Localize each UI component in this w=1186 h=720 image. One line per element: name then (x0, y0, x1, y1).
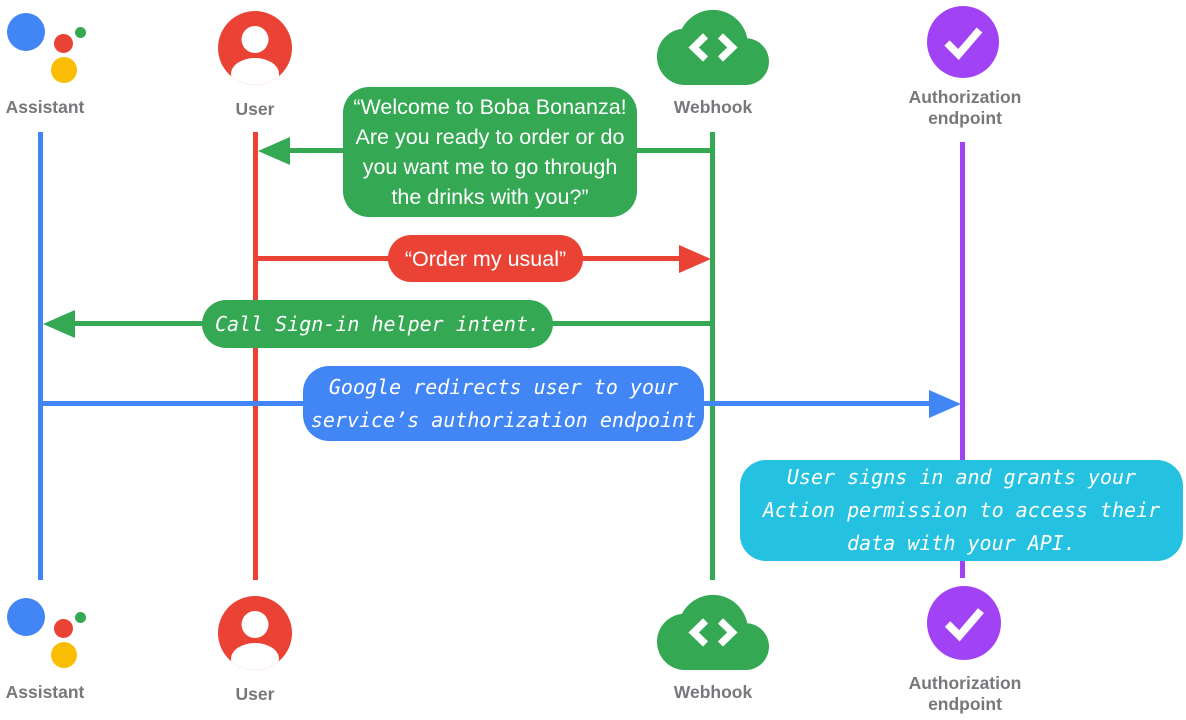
actor-label-user: User (235, 99, 275, 119)
cloud-code-icon (657, 8, 769, 90)
actor-label-authorization-endpoint: Authorization endpoint (901, 87, 1029, 129)
message-line: the drinks with you?” (391, 185, 589, 209)
webhook-lifeline (710, 132, 715, 580)
actor-label-webhook: Webhook (673, 97, 753, 117)
google-assistant-logo-icon (0, 585, 92, 675)
user-lifeline (253, 132, 258, 580)
assistant-yellow-dot (51, 642, 77, 668)
check-circle-icon (927, 586, 1001, 665)
assistant-yellow-dot (51, 57, 77, 83)
message-line: service’s authorization endpoint (310, 407, 697, 432)
message-welcome: “Welcome to Boba Bonanza! Are you ready … (343, 87, 637, 217)
label-line: endpoint (928, 108, 1002, 128)
message-signin-helper: Call Sign-in helper intent. (202, 300, 553, 348)
message-line: data with your API. (847, 531, 1076, 555)
person-circle-icon (218, 11, 292, 90)
arrowhead-right-icon (679, 245, 711, 273)
message-line: User signs in and grants your (786, 465, 1137, 489)
authorization-endpoint-lifeline (960, 142, 965, 578)
message-line: “Order my usual” (404, 246, 567, 271)
check-circle-icon (927, 6, 999, 83)
google-assistant-logo-icon (0, 0, 92, 90)
assistant-green-dot (75, 612, 86, 623)
cloud-code-icon (657, 593, 769, 675)
arrowhead-right-icon (929, 390, 961, 418)
assistant-blue-dot (7, 598, 45, 636)
actor-label-user: User (235, 684, 275, 704)
message-order: “Order my usual” (388, 235, 583, 282)
message-user-signs-in: User signs in and grants your Action per… (740, 460, 1183, 561)
message-line: Are you ready to order or do (355, 125, 625, 149)
label-line: Authorization (908, 673, 1022, 693)
message-redirect: Google redirects user to your service’s … (303, 366, 704, 441)
assistant-green-dot (75, 27, 86, 38)
assistant-red-dot (54, 34, 73, 53)
assistant-blue-dot (7, 13, 45, 51)
arrowhead-left-icon (258, 137, 290, 165)
actor-label-assistant: Assistant (5, 97, 85, 117)
message-line: you want me to go through (362, 155, 618, 179)
label-line: Authorization (908, 87, 1022, 107)
message-line: “Welcome to Boba Bonanza! (353, 95, 627, 119)
actor-label-webhook: Webhook (673, 682, 753, 702)
message-line: Google redirects user to your (328, 374, 679, 399)
label-line: endpoint (928, 694, 1002, 714)
assistant-lifeline (38, 132, 43, 580)
arrowhead-left-icon (43, 310, 75, 338)
assistant-red-dot (54, 619, 73, 638)
actor-label-authorization-endpoint: Authorization endpoint (901, 673, 1029, 715)
message-line: Action permission to access their (762, 498, 1161, 522)
message-line: Call Sign-in helper intent. (214, 311, 541, 336)
actor-label-assistant: Assistant (5, 682, 85, 702)
person-circle-icon (218, 596, 292, 675)
